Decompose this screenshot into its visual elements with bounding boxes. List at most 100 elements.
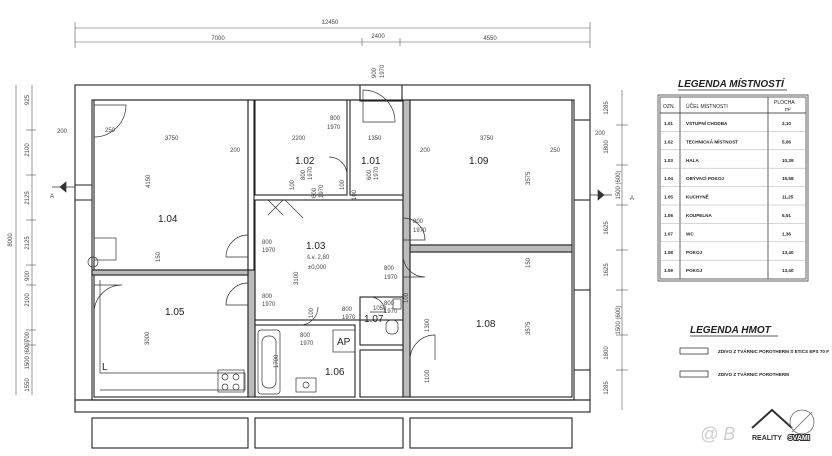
room-label-1.02: 1.02 bbox=[295, 156, 315, 167]
door-h-f: 1970 bbox=[342, 315, 356, 321]
legend-row-id: 1.03 bbox=[664, 158, 673, 163]
door-h-j: 1970 bbox=[380, 64, 386, 78]
dim-3750b: 3750 bbox=[480, 136, 494, 142]
legend-row-id: 1.09 bbox=[664, 268, 673, 273]
door-h-a: 1970 bbox=[262, 248, 276, 254]
door-h-d: 1970 bbox=[384, 275, 398, 281]
dim-top-right: 4550 bbox=[483, 36, 497, 42]
legend-row-separators bbox=[660, 131, 806, 261]
dim-1700: 1700 bbox=[274, 354, 280, 368]
legend-row-area: 1,36 bbox=[782, 231, 791, 236]
legend-materials-title: LEGENDA HMOT bbox=[690, 325, 772, 336]
dim-total-top: 12450 bbox=[322, 20, 339, 26]
material-swatch-porotherm bbox=[679, 370, 709, 378]
dim-3000: 3000 bbox=[145, 331, 151, 345]
room-label-1.07: 1.07 bbox=[364, 314, 384, 325]
legend-row-id: 1.04 bbox=[664, 176, 673, 181]
dim-100e: 100 bbox=[404, 292, 410, 303]
legend-row-area: 5,06 bbox=[782, 139, 791, 144]
legend-row-area: 3,10 bbox=[782, 121, 791, 126]
dim-top-mid: 2400 bbox=[371, 34, 385, 40]
dim-3575a: 3575 bbox=[526, 171, 532, 185]
legend-row-name: KOUPELNA bbox=[686, 213, 712, 218]
room-label-1.01: 1.01 bbox=[361, 156, 381, 167]
room-label-1.06: 1.06 bbox=[325, 367, 345, 378]
legend-row-name: WC bbox=[686, 231, 694, 236]
material-label-etics: ZDIVO Z TVÁRNIC POROTHERM S ETICS EPS 70… bbox=[718, 348, 829, 354]
legend-rooms-table bbox=[657, 94, 809, 282]
legend-row-name: HALA bbox=[686, 158, 699, 163]
brand-text-reality: REALITY bbox=[752, 435, 782, 442]
dim-200c: 200 bbox=[595, 131, 606, 137]
door-w-b: 800 bbox=[262, 294, 273, 300]
door-h-c: 1970 bbox=[413, 228, 427, 234]
legend-row-id: 1.07 bbox=[664, 231, 673, 236]
room-1.03-level: ±0,000 bbox=[308, 265, 327, 271]
dim-200-left: 200 bbox=[57, 129, 68, 135]
dim-1050: 1050 bbox=[373, 306, 387, 312]
legend-header-unit: m² bbox=[785, 107, 791, 113]
walls bbox=[74, 84, 591, 449]
section-a-left: A bbox=[50, 194, 54, 200]
legend-header-area: PLOCHA bbox=[774, 100, 795, 106]
dim-left-4: 900 bbox=[25, 270, 31, 281]
door-w-v2: 800 bbox=[301, 169, 307, 180]
dim-left-3: 2125 bbox=[25, 236, 31, 250]
dim-right-2: 1500 (600) bbox=[616, 170, 622, 199]
legend-header-id: OZN. bbox=[663, 104, 675, 110]
legend-row-area: 15,58 bbox=[782, 176, 794, 181]
dim-right-4: 1625 bbox=[604, 263, 610, 277]
dim-top-left: 7000 bbox=[211, 36, 225, 42]
dim-250a: 250 bbox=[105, 128, 116, 134]
dim-left-5: 2100 bbox=[25, 293, 31, 307]
door-h-v2: 1970 bbox=[308, 166, 314, 180]
dim-150b: 150 bbox=[526, 257, 532, 268]
dim-left-1: 2100 bbox=[25, 143, 31, 157]
legend-row-area: 11,25 bbox=[782, 195, 794, 200]
legend-row-area: 13,40 bbox=[782, 250, 794, 255]
fixtures bbox=[87, 199, 402, 395]
room-label-1.09: 1.09 bbox=[469, 156, 489, 167]
door-h-h: 1970 bbox=[384, 309, 398, 315]
legend-row-area: 10,39 bbox=[782, 158, 794, 163]
material-swatch-etics bbox=[679, 347, 709, 355]
dim-250b: 250 bbox=[550, 148, 561, 154]
dim-left-2: 2125 bbox=[25, 191, 31, 205]
door-w-j: 900 bbox=[372, 67, 378, 78]
door-w-a: 800 bbox=[262, 240, 273, 246]
dim-100d: 100 bbox=[309, 307, 315, 318]
room-label-1.08: 1.08 bbox=[476, 319, 496, 330]
door-w-i: 600 bbox=[367, 169, 373, 180]
legend-row-id: 1.06 bbox=[664, 213, 673, 218]
section-a-right: A bbox=[630, 196, 634, 202]
watermark-text: @ B bbox=[700, 424, 735, 444]
door-h-v: 1970 bbox=[319, 184, 325, 198]
dim-3575b: 3575 bbox=[526, 321, 532, 335]
ap-label: AP bbox=[337, 337, 351, 348]
top-dimensions bbox=[74, 22, 591, 48]
legend-row-name: VSTUPNÍ CHODBA bbox=[686, 119, 728, 126]
door-w-d: 800 bbox=[384, 266, 395, 272]
dim-right-3: 1625 bbox=[604, 221, 610, 235]
section-markers bbox=[52, 181, 612, 201]
material-label-porotherm: ZDIVO Z TVÁRNIC POROTHERM bbox=[718, 371, 789, 377]
dim-1350: 1350 bbox=[368, 136, 382, 142]
legend-row-id: 1.01 bbox=[664, 121, 673, 126]
dim-left-outer: 8000 bbox=[8, 233, 14, 247]
dim-100b: 100 bbox=[340, 179, 346, 190]
legend-row-id: 1.05 bbox=[664, 195, 673, 200]
legend-row-name: OBÝVACÍ POKOJ bbox=[686, 174, 724, 181]
door-h-i: 1970 bbox=[374, 166, 380, 180]
legend-row-id: 1.02 bbox=[664, 139, 673, 144]
dim-2200: 2200 bbox=[292, 136, 306, 142]
door-w-f: 800 bbox=[342, 307, 353, 313]
legend-row-name: KUCHYNĚ bbox=[686, 193, 709, 200]
dim-150a: 150 bbox=[156, 251, 162, 262]
dim-right-1: 1800 bbox=[604, 140, 610, 154]
dim-100a: 100 bbox=[290, 179, 296, 190]
legend-header-name: ÚČEL MÍSTNOSTI bbox=[686, 103, 728, 110]
door-h-b: 1970 bbox=[262, 302, 276, 308]
door-w-e: 800 bbox=[300, 333, 311, 339]
